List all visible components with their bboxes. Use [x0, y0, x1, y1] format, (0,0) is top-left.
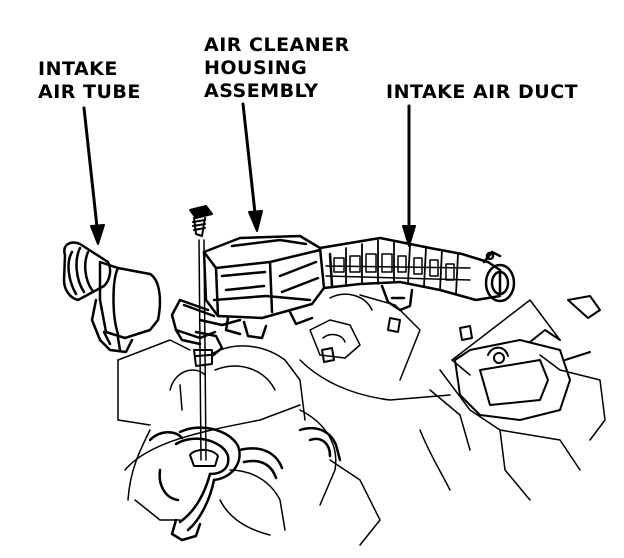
arrowhead-intake-air-duct	[402, 225, 416, 247]
intake-air-duct	[318, 236, 516, 312]
arrow-air-cleaner	[241, 102, 258, 224]
arrowhead-intake-air-tube	[90, 224, 105, 245]
arrowhead-air-cleaner	[248, 210, 263, 232]
misc-fittings	[321, 295, 601, 363]
throttle-linkage	[454, 329, 591, 421]
label-intake-air-tube: INTAKE AIR TUBE	[38, 58, 141, 104]
label-intake-air-tube-line-1: INTAKE	[38, 58, 118, 80]
label-air-cleaner-line-3: ASSEMBLY	[204, 80, 319, 102]
leader-arrows	[82, 102, 416, 247]
intake-air-tube	[62, 241, 162, 354]
label-air-cleaner-line-1: AIR CLEANER	[204, 34, 350, 56]
arrow-intake-air-tube	[82, 106, 100, 238]
label-intake-air-duct: INTAKE AIR DUCT	[386, 81, 578, 104]
label-intake-air-tube-line-2: AIR TUBE	[38, 81, 141, 103]
label-air-cleaner-line-2: HOUSING	[204, 57, 308, 79]
label-intake-air-duct-line-1: INTAKE AIR DUCT	[386, 81, 579, 103]
label-air-cleaner-housing-assembly: AIR CLEANER HOUSING ASSEMBLY	[204, 34, 350, 103]
engine-outline	[117, 293, 606, 546]
hoses-and-wiring	[148, 426, 342, 542]
air-cleaner-housing	[170, 234, 326, 358]
